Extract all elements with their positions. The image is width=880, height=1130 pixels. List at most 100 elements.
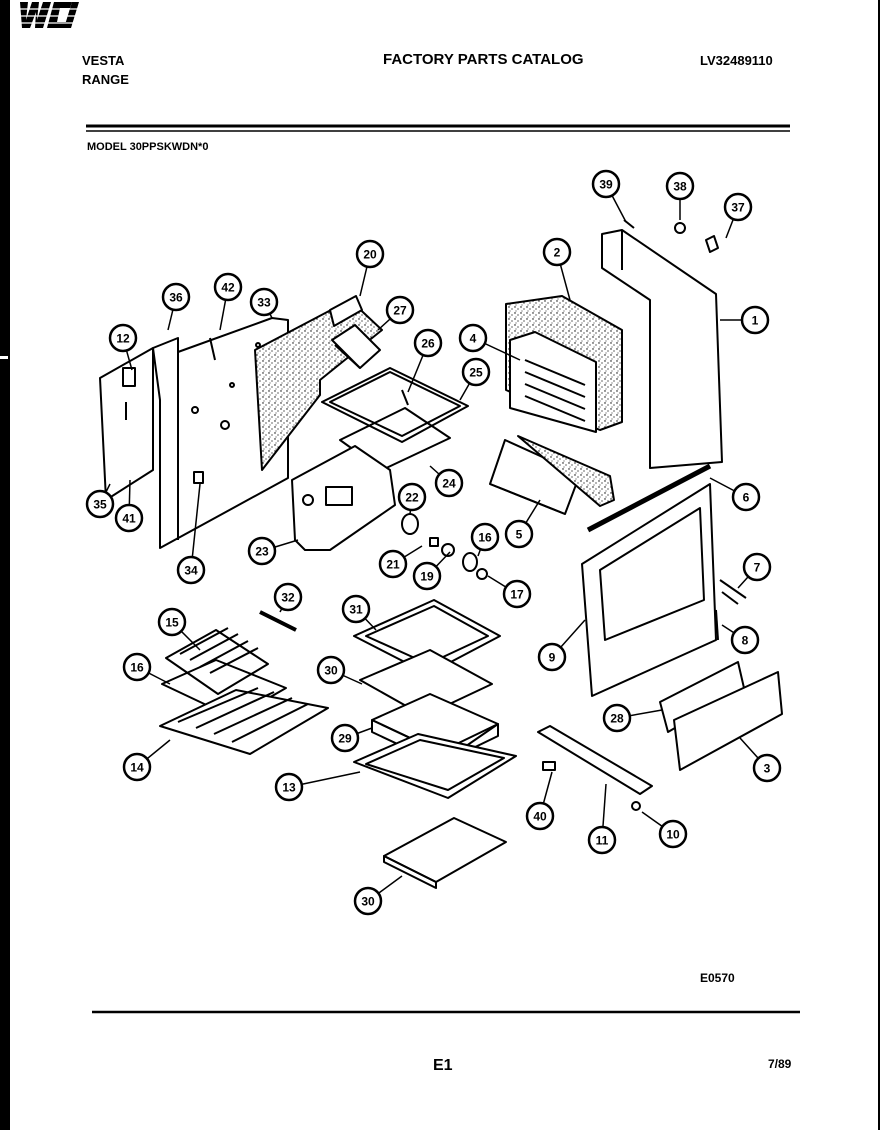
broiler-rod-part: [259, 610, 297, 632]
callout-number: 4: [470, 332, 477, 346]
callout-bubble: [752, 753, 782, 783]
callout-number: 23: [255, 545, 269, 559]
model-number: MODEL 30PPSKWDN*0: [87, 141, 209, 153]
catalog-part-number: LV32489110: [700, 53, 773, 68]
callout-number: 42: [221, 281, 235, 295]
callout-41: 41: [114, 479, 144, 533]
callout-bubble: [502, 579, 532, 609]
callout-number: 32: [281, 591, 295, 605]
callout-bubble: [249, 287, 279, 317]
burner-box-part: [291, 445, 396, 551]
callout-bubble: [537, 642, 567, 672]
callout-layer: 1234567891011121314151616171920212223242…: [85, 169, 782, 916]
callout-number: 17: [510, 588, 524, 602]
callout-number: 8: [742, 634, 749, 648]
callout-39: 39: [591, 169, 627, 223]
callout-bubble: [213, 272, 243, 302]
callout-bubble: [658, 819, 688, 849]
callout-number: 30: [361, 895, 375, 909]
callout-29: 29: [330, 723, 373, 753]
parts-catalog-sheet: VESTA RANGE FACTORY PARTS CATALOG LV3248…: [10, 0, 878, 1130]
callout-34: 34: [176, 483, 206, 585]
callout-20: 20: [355, 239, 385, 297]
callout-16: 16: [470, 522, 500, 557]
callout-number: 37: [731, 201, 745, 215]
oven-burner-part: [489, 435, 615, 515]
callout-bubble: [542, 237, 572, 267]
frame-trim-part: [586, 463, 712, 533]
callout-16: 16: [122, 652, 171, 685]
callout-38: 38: [665, 171, 695, 220]
callout-bubble: [397, 482, 427, 512]
revision-date: 7/89: [768, 1057, 792, 1071]
callout-number: 2: [554, 246, 561, 260]
callout-number: 31: [349, 603, 363, 617]
callout-number: 1: [752, 314, 759, 328]
callout-33: 33: [249, 287, 279, 319]
callout-number: 28: [610, 712, 624, 726]
callout-26: 26: [407, 328, 443, 393]
callout-37: 37: [723, 192, 753, 239]
callout-42: 42: [213, 272, 243, 331]
callout-number: 40: [533, 810, 547, 824]
callout-32: 32: [273, 582, 303, 613]
kick-rail-part: [537, 725, 653, 811]
callout-number: 35: [93, 498, 107, 512]
callout-bubble: [504, 519, 534, 549]
leader-line: [190, 483, 201, 571]
storage-drawer-part: [353, 733, 517, 799]
oven-liner-part: [509, 331, 597, 433]
callout-24: 24: [429, 465, 464, 498]
callout-4: 4: [458, 323, 521, 361]
callout-number: 38: [673, 180, 687, 194]
vent-bracket-part: [331, 324, 381, 369]
callout-number: 27: [393, 304, 407, 318]
callout-40: 40: [525, 771, 555, 831]
callout-bubble: [176, 555, 206, 585]
callout-number: 3: [764, 762, 771, 776]
callout-bubble: [247, 536, 277, 566]
callout-bubble: [273, 582, 303, 612]
back-panel-part: [601, 229, 723, 469]
callout-11: 11: [587, 783, 617, 855]
catalog-title: FACTORY PARTS CATALOG: [383, 51, 584, 68]
callout-25: 25: [459, 357, 491, 401]
callout-bubble: [470, 522, 500, 552]
oven-top-panel-part: [321, 367, 469, 443]
callout-number: 39: [599, 178, 613, 192]
callout-bubble: [461, 357, 491, 387]
body-panel-part: [152, 317, 289, 549]
callout-bubble: [355, 239, 385, 269]
callout-27: 27: [377, 295, 415, 331]
callout-number: 13: [282, 781, 296, 795]
callout-30: 30: [316, 655, 363, 685]
callout-3: 3: [739, 737, 782, 783]
exploded-parts-diagram: 1234567891011121314151616171920212223242…: [85, 124, 800, 1014]
callout-13: 13: [274, 771, 361, 802]
callout-number: 33: [257, 296, 271, 310]
callout-number: 11: [596, 834, 609, 848]
oven-rack-part: [159, 687, 329, 755]
callout-9: 9: [537, 619, 586, 672]
callout-5: 5: [504, 499, 541, 549]
callout-6: 6: [709, 477, 761, 512]
callout-bubble: [458, 323, 488, 353]
callout-number: 21: [386, 558, 400, 572]
callout-bubble: [122, 652, 152, 682]
callout-12: 12: [108, 323, 138, 371]
callout-30: 30: [353, 875, 403, 916]
callout-7: 7: [737, 552, 772, 589]
callout-14: 14: [122, 739, 171, 782]
callout-23: 23: [247, 536, 299, 566]
product-type: RANGE: [82, 72, 129, 87]
callout-number: 6: [743, 491, 750, 505]
oven-door-part: [581, 483, 717, 697]
door-hinge-part: [715, 579, 747, 641]
callout-8: 8: [721, 624, 760, 655]
callout-bubble: [413, 328, 443, 358]
callout-31: 31: [341, 594, 377, 631]
callout-bubble: [665, 171, 695, 201]
side-panel-part: [99, 347, 154, 501]
callout-28: 28: [602, 703, 663, 733]
callout-number: 12: [116, 332, 130, 346]
